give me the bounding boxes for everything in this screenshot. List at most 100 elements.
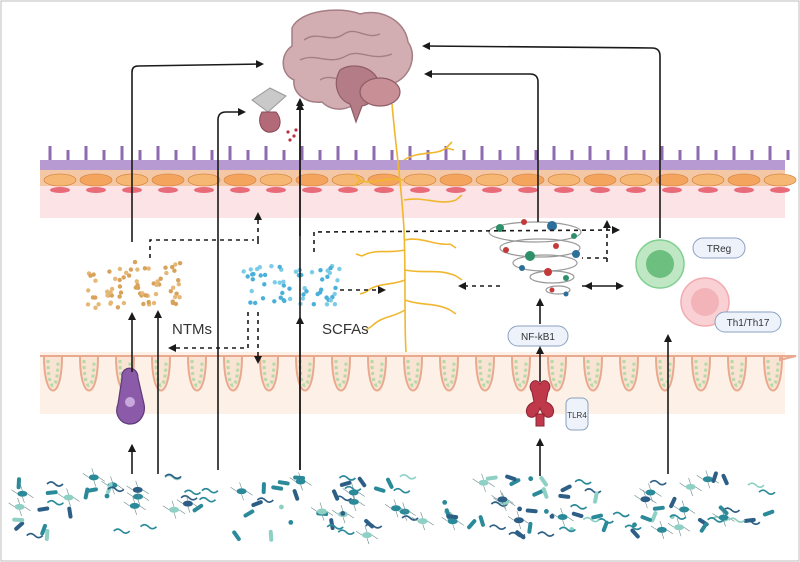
spirillum (180, 495, 198, 501)
treg-label: TReg (707, 244, 731, 255)
scfa-dot (278, 295, 283, 300)
spirillum (326, 524, 344, 530)
pituitary-icon (251, 87, 298, 142)
spirillum (256, 497, 274, 503)
bacterium (357, 476, 367, 488)
scfa-dot (262, 272, 268, 278)
flagella (507, 511, 531, 530)
scfa-dot (281, 279, 286, 284)
astrocyte-endfoot (336, 146, 358, 160)
coccus (549, 514, 555, 519)
enteroendocrine-cell-icon (116, 367, 145, 425)
ntm-dot (143, 293, 148, 298)
bacterium (399, 508, 410, 515)
astrocyte-endfoot (48, 146, 70, 160)
ntm-dot (86, 288, 91, 293)
red-blood-cell (230, 187, 250, 193)
astrocyte-endfoot (480, 146, 502, 160)
bacterium (505, 474, 517, 482)
flagella (123, 496, 146, 515)
ntm-dot (158, 276, 163, 281)
ntms-label: NTMs (172, 321, 212, 338)
scfa-dot (304, 289, 309, 294)
bacterium (557, 514, 568, 520)
bacterium (650, 511, 658, 523)
brain-icon (282, 9, 413, 124)
bacterium (515, 530, 526, 540)
bacterium (277, 480, 290, 486)
ntm-dot (105, 293, 110, 298)
ntm-dot (118, 290, 124, 295)
bacterium (532, 489, 544, 497)
endothelial-cell (151, 173, 185, 187)
ntm-dot (146, 299, 151, 305)
bacterium (236, 488, 247, 495)
coccus (632, 522, 637, 528)
cytokine-storm-icon (488, 219, 582, 297)
ntm-dot (108, 290, 113, 295)
ntm-dot (85, 302, 91, 307)
bacterium (711, 471, 718, 484)
bacterium (17, 490, 28, 497)
astrocyte-endfeet (48, 146, 790, 160)
spirillum (758, 489, 776, 495)
flagella (441, 512, 464, 531)
scfa-dot (293, 269, 299, 274)
bacterium (67, 506, 73, 519)
bacterium (591, 513, 603, 520)
flagella (493, 492, 516, 511)
endothelial-cell (187, 173, 221, 187)
scfas-label: SCFAs (322, 321, 369, 338)
ntm-dot (163, 265, 168, 270)
spirillum (669, 514, 687, 520)
spirillum (596, 518, 614, 524)
scfa-dot (250, 277, 255, 282)
scfa-dot (337, 266, 342, 272)
red-blood-cell (554, 187, 574, 193)
blood-brain-barrier (40, 146, 797, 218)
bacterium (232, 530, 241, 541)
ntm-dot (142, 266, 148, 271)
scfa-dot (335, 278, 340, 283)
spirillum (707, 517, 725, 523)
intestinal-villi (40, 355, 797, 392)
ntm-dot (126, 273, 132, 278)
spirillum (574, 479, 592, 485)
th1-th17-cell (680, 277, 730, 327)
tlr4-receptor-icon (525, 380, 555, 427)
astrocyte-endfoot (552, 146, 574, 160)
bacterium (679, 506, 690, 513)
flagella (176, 494, 200, 513)
scfa-dot (241, 269, 246, 274)
astrocyte-endfoot (660, 146, 682, 160)
flagella (679, 477, 702, 496)
spirillum (337, 529, 355, 535)
ntm-dot (135, 285, 141, 290)
tlr4-label-pill (565, 397, 589, 431)
bacterium (509, 478, 521, 487)
spirillum (582, 516, 600, 523)
bacterium (37, 506, 50, 512)
ntm-dot (176, 282, 181, 287)
bacterium (40, 523, 47, 536)
flagella (384, 499, 408, 518)
spirillum (334, 495, 352, 502)
spirillum (649, 479, 667, 486)
astrocyte-endfoot (84, 146, 106, 160)
endothelial-cell (259, 173, 293, 187)
flagella (411, 512, 434, 531)
flagella (634, 490, 657, 509)
bacterium (12, 517, 25, 523)
coccus (544, 509, 549, 514)
ntm-dot (140, 291, 145, 296)
ntm-dot (174, 291, 179, 296)
ntm-dot (177, 295, 182, 300)
th1-th17-label: Th1/Th17 (727, 318, 770, 329)
vagus-nerve-icon (353, 103, 463, 353)
scfa-dot (301, 292, 306, 297)
flagella (11, 484, 34, 503)
scfa-dot (324, 302, 330, 307)
endothelial-cell (439, 173, 473, 187)
ntm-dot (121, 300, 127, 306)
